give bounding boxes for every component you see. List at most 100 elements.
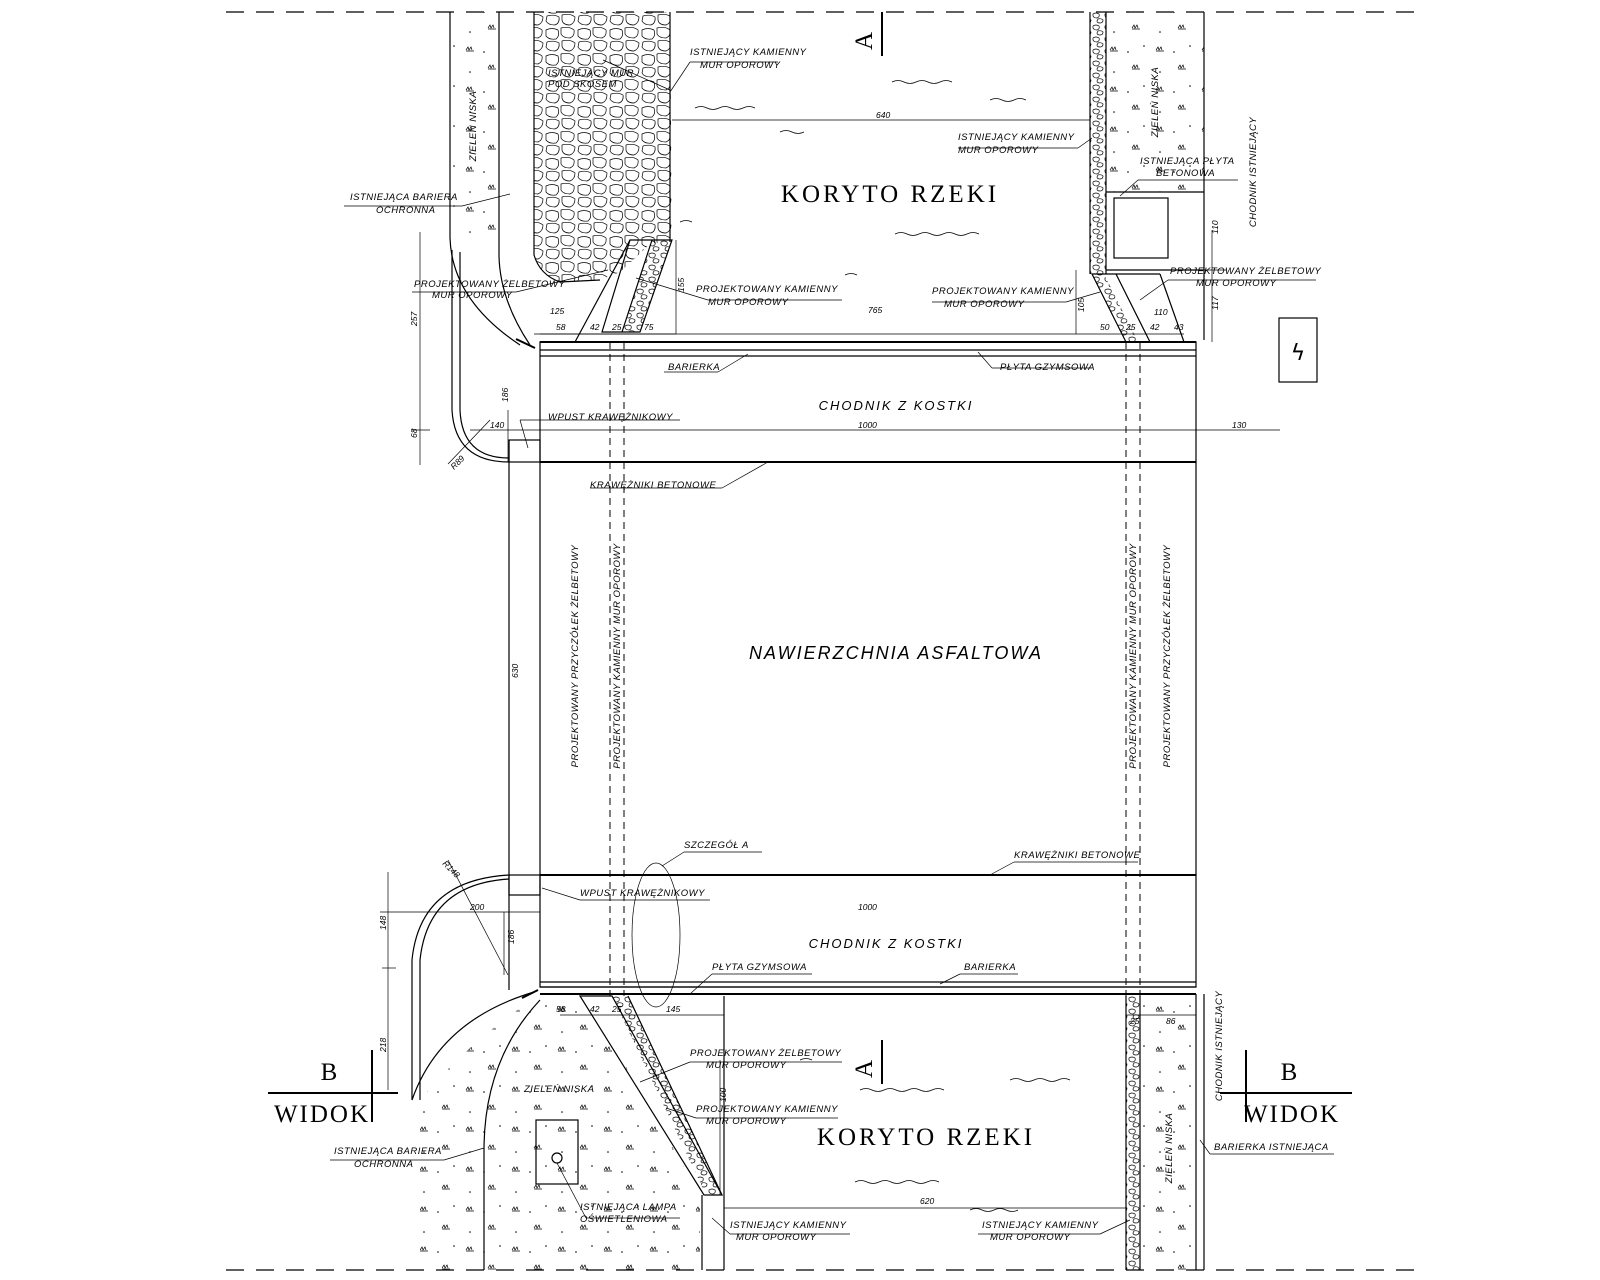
dim-text: 86 <box>1166 1016 1176 1026</box>
north-arrow-icon: ϟ <box>1291 341 1306 366</box>
rc-wall-label: PROJEKTOWANY ŻELBETOWY <box>414 279 565 290</box>
wall-line <box>574 239 631 343</box>
wall-line <box>627 995 723 1196</box>
stone-wall-label: ISTNIEJĄCY KAMIENNY <box>958 132 1075 143</box>
green-area-bottom-right <box>1142 1000 1196 1270</box>
lamp-label: ISTNIEJĄCA LAMPA <box>580 1202 677 1213</box>
stone-projected-label: PROJEKTOWANY KAMIENNY <box>696 1104 838 1115</box>
barierka-label: BARIERKA <box>964 962 1016 973</box>
dim-text: 1000 <box>858 420 877 430</box>
green-label: ZIELEŃ NISKA <box>1164 1113 1175 1184</box>
dim-text: 75 <box>644 322 654 332</box>
dim-text: 42 <box>590 1004 600 1014</box>
barrier-curve <box>498 255 531 346</box>
river-label-bottom: KORYTO RZEKI <box>817 1124 1035 1151</box>
barrier-curve-bottom <box>483 999 541 1270</box>
existing-stone-wall-bottom-right <box>1126 996 1140 1270</box>
dim-text: 43 <box>1174 322 1184 332</box>
dim-text: 145 <box>666 1004 680 1014</box>
sidewalk-label-top: CHODNIK Z KOSTKI <box>819 398 974 413</box>
river-label-top: KORYTO RZEKI <box>781 181 999 208</box>
water-waves-top <box>679 80 1027 276</box>
lamp-label: OŚWIETLENIOWA <box>580 1213 668 1225</box>
green-area-top-right <box>1106 12 1204 192</box>
wall-line <box>621 239 653 333</box>
green-area-bottom-left <box>420 996 700 1270</box>
view-label-right: WIDOK <box>1244 1101 1340 1128</box>
stone-wall-label-right: PROJEKTOWANY KAMIENNY MUR OPOROWY <box>1128 543 1139 769</box>
projected-stone-wall-top <box>622 240 672 332</box>
dim-text: 117 <box>1210 296 1220 310</box>
concrete-plate-label: BETONOWA <box>1156 168 1215 179</box>
section-label-b-left: B <box>321 1059 340 1086</box>
rc-wall-label: MUR OPOROWY <box>1196 278 1277 289</box>
dim-text: 630 <box>510 664 520 678</box>
detail-a-ellipse <box>631 862 681 1008</box>
sidewalk-label-bottom: CHODNIK Z KOSTKI <box>809 936 964 951</box>
existing-wall-label: POD SKOSEM <box>548 79 617 90</box>
dim-text: 125 <box>550 306 564 316</box>
existing-wall-label: ISTNIEJĄCY MUR <box>548 68 634 79</box>
sidewalk-existing-label: CHODNIK ISTNIEJĄCY <box>1214 991 1225 1102</box>
north-sign-box <box>1278 317 1318 383</box>
view-label-left: WIDOK <box>274 1101 370 1128</box>
asphalt-label: NAWIERZCHNIA ASFALTOWA <box>749 643 1043 663</box>
dim-text: R89 <box>448 453 466 471</box>
dim-text: 640 <box>876 110 890 120</box>
stone-projected-label: MUR OPOROWY <box>708 297 789 308</box>
dim-text: 148 <box>378 916 388 930</box>
barrier-end <box>521 989 539 999</box>
rc-wall-label: MUR OPOROWY <box>706 1060 787 1071</box>
stone-projected-label: MUR OPOROWY <box>706 1116 787 1127</box>
projected-stone-wall-bottom <box>612 996 722 1195</box>
leader-lines <box>330 59 1334 1235</box>
stone-wall-label: MUR OPOROWY <box>990 1232 1071 1243</box>
existing-stone-wall-top-left <box>534 12 672 282</box>
dim-text: 1000 <box>858 902 877 912</box>
dim-text: 200 <box>469 902 484 912</box>
dim-text: 110 <box>1210 220 1220 234</box>
sidewalk-existing-label: CHODNIK ISTNIEJĄCY <box>1248 117 1259 228</box>
curb-inlet-top <box>508 439 541 463</box>
dim-text: 25 <box>611 322 622 332</box>
stone-projected-label: PROJEKTOWANY KAMIENNY <box>696 284 838 295</box>
detail-a-label: SZCZEGÓŁ A <box>684 840 749 851</box>
stone-wall-label: ISTNIEJĄCY KAMIENNY <box>982 1220 1099 1231</box>
stone-wall-label: MUR OPOROWY <box>700 60 781 71</box>
section-label-b-right: B <box>1281 1059 1300 1086</box>
barrier-label: ISTNIEJĄCA BARIERA <box>334 1146 442 1157</box>
curve-r148 <box>411 874 510 1100</box>
existing-concrete-plate <box>1113 197 1169 259</box>
dim-text: 186 <box>500 388 510 402</box>
dim-text: 110 <box>1154 307 1168 317</box>
wpust-label: WPUST KRAWĘŻNIKOWY <box>548 412 673 423</box>
rc-wall-label: MUR OPOROWY <box>432 290 513 301</box>
existing-stone-wall-top-right <box>1090 12 1106 274</box>
stone-wall-label: MUR OPOROWY <box>958 145 1039 156</box>
dim-text: 25 <box>1129 1016 1140 1026</box>
barrier-label: OCHRONNA <box>376 205 435 216</box>
curve-r148-inner <box>419 878 510 1100</box>
barrier-label: ISTNIEJĄCA BARIERA <box>350 192 458 203</box>
dim-text: 620 <box>920 1196 934 1206</box>
concrete-plate-label: ISTNIEJĄCA PŁYTA <box>1140 156 1235 167</box>
green-label: ZIELEŃ NISKA <box>523 1084 594 1095</box>
dim-text: 186 <box>506 930 516 944</box>
kraw-label: KRAWĘŻNIKI BETONOWE <box>590 480 716 491</box>
dim-text: 58 <box>556 322 566 332</box>
barrier-curve <box>449 237 521 346</box>
barrier-end <box>515 338 536 349</box>
stone-projected-label: MUR OPOROWY <box>944 299 1025 310</box>
barierka-label: BARIERKA <box>668 362 720 373</box>
dim-text: 105 <box>1076 298 1086 312</box>
existing-lamp-box <box>535 1119 579 1185</box>
stone-wall-label: ISTNIEJĄCY KAMIENNY <box>730 1220 847 1231</box>
dim-text: 42 <box>1150 322 1160 332</box>
water-waves-bottom <box>799 1058 1071 1212</box>
dim-text: 218 <box>378 1038 388 1053</box>
dim-text: 140 <box>490 420 504 430</box>
section-label-a-bottom: A <box>851 1058 878 1078</box>
abutment-label-right: PROJEKTOWANY PRZYCZÓŁEK ŻELBETOWY <box>1162 544 1173 767</box>
curb-inlet-bottom <box>508 874 541 896</box>
